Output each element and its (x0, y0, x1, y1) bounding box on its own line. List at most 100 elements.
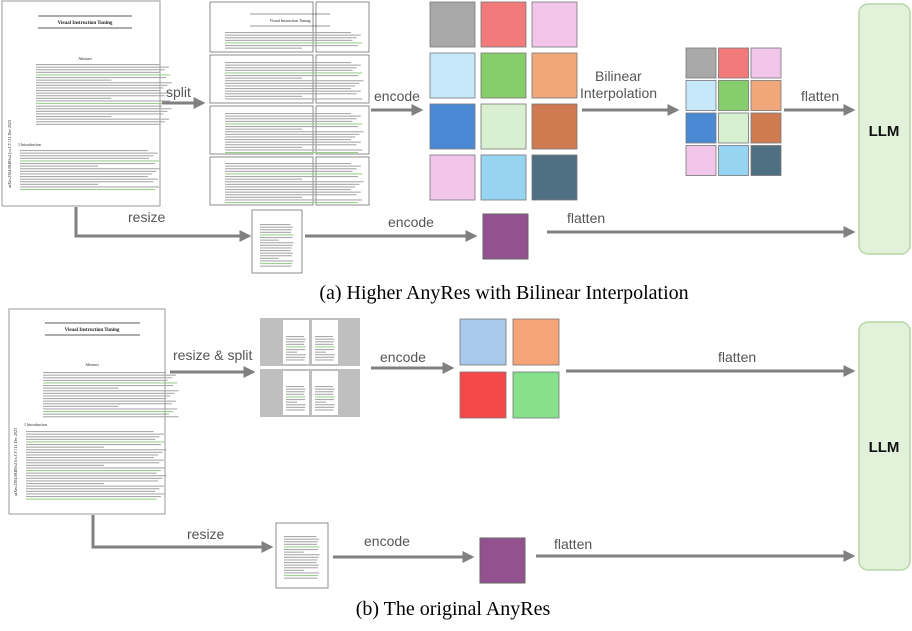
token-red (459, 371, 507, 419)
text-line (315, 401, 326, 403)
text-line (260, 231, 291, 233)
text-line (286, 336, 304, 338)
text-line (315, 388, 335, 390)
token-sky (718, 145, 749, 176)
token-peach (750, 80, 782, 111)
token-pink (685, 145, 717, 176)
text-line (225, 152, 358, 154)
flatten-label-bottom-a: flatten (567, 210, 605, 226)
token-salmon (480, 1, 527, 48)
text-line (286, 346, 306, 348)
resize-label-a: resize (128, 209, 166, 225)
text-line (315, 406, 335, 408)
text-line (43, 372, 167, 374)
text-line (225, 93, 357, 95)
text-line (260, 252, 293, 254)
token-lime (512, 371, 560, 419)
text-line (20, 168, 161, 170)
doc-intro-heading: 1 Introduction (18, 142, 41, 147)
text-line (225, 165, 361, 167)
text-line (225, 133, 360, 135)
text-line (225, 186, 356, 188)
text-line (36, 92, 169, 94)
text-line (315, 409, 334, 411)
token-light_blue (685, 80, 717, 111)
text-line (315, 341, 334, 343)
token-green (480, 52, 527, 99)
llm-label-a: LLM (869, 123, 900, 140)
text-line (26, 472, 157, 474)
text-line (315, 346, 335, 348)
text-line (26, 464, 105, 466)
text-line (260, 250, 291, 252)
resized-thumb-b (275, 522, 329, 589)
llm-box-b (858, 321, 911, 571)
encoded-token-grid-a (429, 1, 578, 201)
token-pink (531, 1, 578, 48)
text-line (36, 66, 169, 68)
text-line (286, 349, 305, 351)
text-line (284, 538, 319, 540)
text-line (225, 128, 302, 130)
text-line (20, 173, 153, 175)
text-line (26, 488, 160, 490)
text-line (260, 237, 293, 239)
crop-lines-2 (225, 62, 364, 100)
text-line (43, 382, 178, 384)
text-line (315, 386, 333, 388)
text-line (20, 186, 160, 188)
encoded-token-grid-b (459, 318, 560, 419)
text-line (284, 546, 320, 548)
token-mint (718, 112, 749, 144)
split-crops-b (260, 318, 360, 417)
panel-b: Visual Instruction Tuning Abstract 1 Int… (8, 308, 911, 620)
token-pink (750, 47, 782, 79)
text-line (315, 393, 334, 395)
text-line (26, 438, 156, 440)
text-line (225, 77, 302, 79)
text-line (260, 229, 292, 231)
doc-intro-lines (20, 150, 161, 191)
resize-label-b: resize (187, 526, 225, 542)
text-line (36, 116, 112, 118)
crop-title: Visual Instruction Tuning (270, 18, 311, 23)
text-line (26, 459, 164, 461)
text-line (20, 181, 154, 183)
document-page-b: Visual Instruction Tuning Abstract 1 Int… (8, 308, 179, 515)
text-line (43, 408, 178, 410)
text-line (26, 462, 160, 464)
text-line (286, 404, 306, 406)
text-line (225, 98, 363, 100)
text-line (26, 451, 163, 453)
text-line (36, 97, 112, 99)
text-line (20, 176, 148, 178)
text-line (284, 536, 317, 538)
text-line (315, 399, 334, 401)
interp-label-1: Bilinear (595, 68, 642, 84)
text-line (225, 120, 353, 122)
text-line (315, 404, 335, 406)
text-line (286, 393, 305, 395)
text-line (26, 480, 159, 482)
text-line (43, 405, 119, 407)
token-grey (429, 1, 476, 48)
text-line (20, 157, 150, 159)
text-line (26, 498, 157, 500)
resized-thumb-a (251, 209, 303, 274)
text-line (36, 95, 165, 97)
text-line (225, 75, 358, 77)
text-line (26, 449, 167, 451)
resize-arrow-b (91, 515, 274, 553)
encode-label-bottom-a: encode (388, 214, 434, 230)
text-line (225, 90, 361, 92)
text-line (26, 496, 161, 498)
text-line (284, 572, 320, 574)
split-label-a: split (166, 84, 191, 100)
text-line (26, 457, 154, 459)
text-line (225, 37, 357, 39)
text-line (260, 239, 279, 241)
text-line (26, 431, 154, 433)
text-line (26, 441, 166, 443)
text-line (315, 391, 334, 393)
